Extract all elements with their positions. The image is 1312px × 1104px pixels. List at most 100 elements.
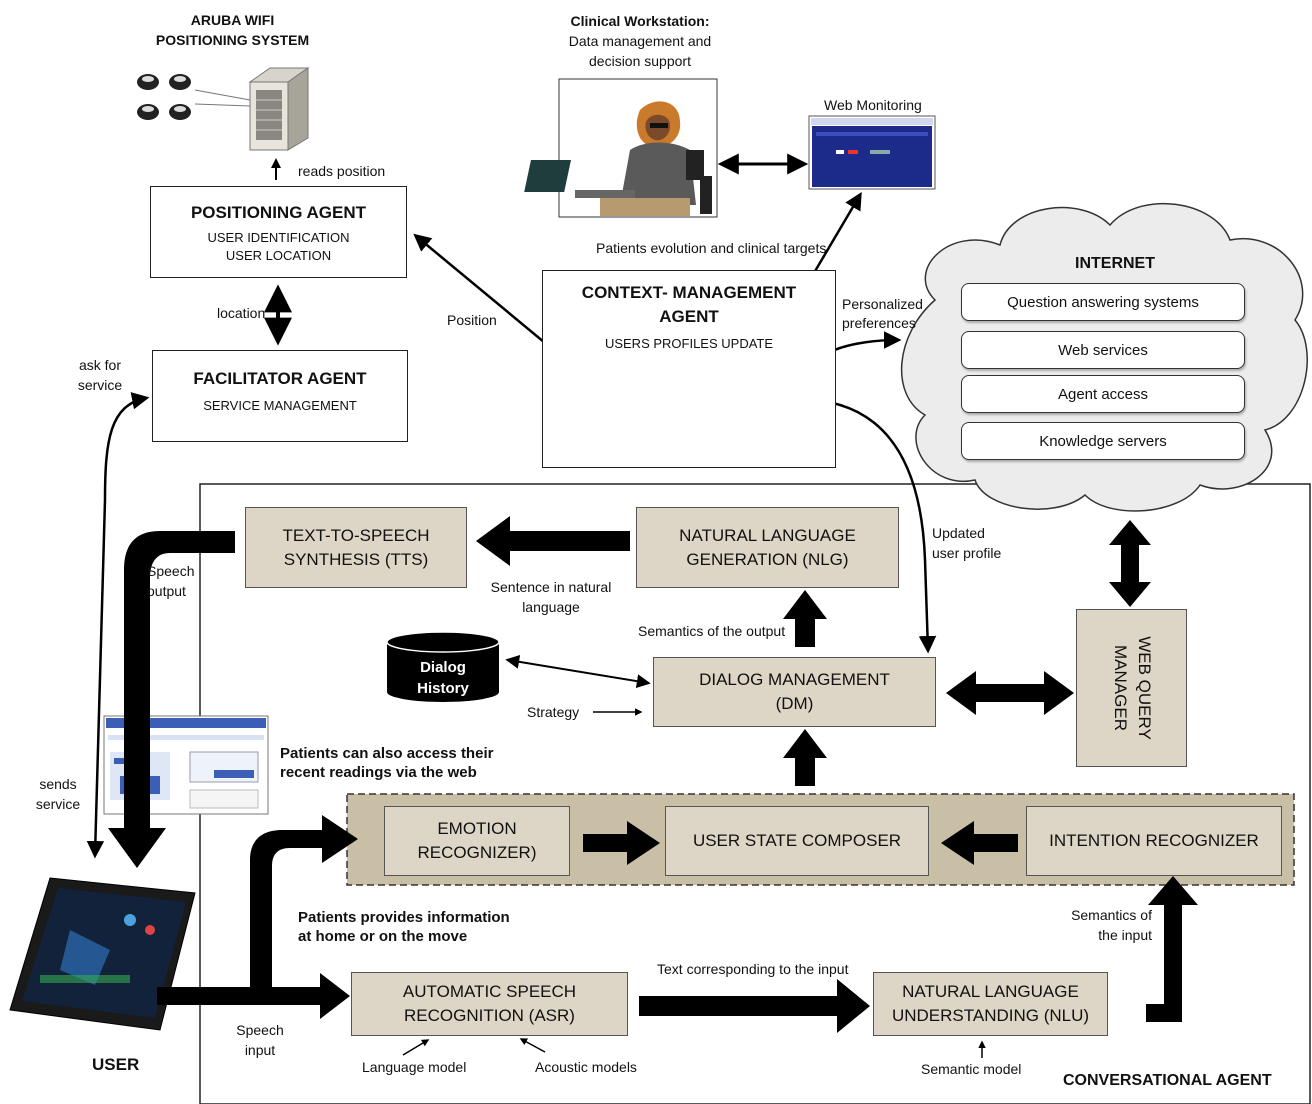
semantics-input-line1: Semantics of [1071,907,1152,923]
speech-output-label: Speech output [147,561,194,601]
facilitator-agent-title: FACILITATOR AGENT [193,369,367,388]
clinical-line1: Data management and [568,33,712,49]
dm-line2: (DM) [775,694,814,713]
semantics-input-line2: the input [1098,927,1152,943]
nlg-box: NATURAL LANGUAGE GENERATION (NLG) [636,507,899,588]
positioning-agent-box: POSITIONING AGENT USER IDENTIFICATION US… [150,186,407,278]
patients-provides-note: Patients provides information at home or… [298,908,510,946]
patients-web-access-note: Patients can also access their recent re… [280,744,493,782]
web-monitoring-screenshot [808,115,936,190]
sentence-line2: language [522,599,580,615]
context-management-agent-box: CONTEXT- MANAGEMENT AGENT USERS PROFILES… [542,270,836,468]
dialog-history-line1: Dialog [420,659,466,676]
updated-line2: user profile [932,545,1002,561]
patients-provides-line1: Patients provides information [298,909,510,926]
context-sub: USERS PROFILES UPDATE [604,336,774,351]
nlu-line1: NATURAL LANGUAGE [902,982,1079,1001]
acoustic-models-label: Acoustic models [535,1059,637,1075]
nlu-box: NATURAL LANGUAGE UNDERSTANDING (NLU) [873,972,1108,1036]
speech-output-line2: output [147,583,186,599]
asr-line1: AUTOMATIC SPEECH [402,982,577,1001]
emotion-recognizer-box: EMOTION RECOGNIZER) [384,806,570,876]
nlu-line2: UNDERSTANDING (NLU) [891,1006,1090,1025]
dialog-history-line2: History [417,680,469,697]
user-label: USER [92,1055,140,1074]
language-model-label: Language model [362,1059,467,1075]
speech-input-line2: input [244,1042,276,1058]
internet-item-agent-access: Agent access [961,375,1245,413]
server-icon [248,67,310,151]
sentence-line1: Sentence in natural [490,579,612,595]
speech-input-line1: Speech [236,1022,284,1038]
context-title-line1: CONTEXT- MANAGEMENT [581,283,797,302]
internet-item-question-answering: Question answering systems [961,283,1245,321]
user-profile-line1: User [671,394,705,411]
aruba-title-line1: ARUBA WIFI [190,12,275,28]
text-corresponding-label: Text corresponding to the input [657,961,849,977]
tts-line2: SYNTHESIS (TTS) [283,549,429,569]
emotion-line1: EMOTION [437,819,517,838]
user-profile-line2: profile [665,415,711,432]
facilitator-sub: SERVICE MANAGEMENT [203,398,357,413]
clinical-title: Clinical Workstation: [570,13,710,29]
patients-provides-line2: at home or on the move [298,928,468,945]
dialog-management-box: DIALOG MANAGEMENT (DM) [653,657,936,727]
personalized-line1: Personalized [842,296,923,312]
ask-for-service-label: ask for service [72,355,128,395]
web-query-line2: MANAGER [1110,645,1130,731]
nlg-line1: NATURAL LANGUAGE [679,525,856,545]
access-point-icons [137,74,251,120]
tts-line1: TEXT-TO-SPEECH [282,525,430,545]
thick-arrows [108,516,1198,1033]
reads-position-label: reads position [298,163,386,179]
emotion-line2: RECOGNIZER) [417,843,537,862]
patients-web-line2: recent readings via the web [280,764,477,781]
ask-line2: service [77,377,123,393]
internet-title: INTERNET [1075,255,1155,272]
nlg-line2: GENERATION (NLG) [686,549,849,569]
personalized-preferences-label: Personalized preferences [842,295,923,333]
sentence-natural-language-label: Sentence in natural language [485,577,617,617]
dialog-history-database-icon [386,631,500,702]
updated-user-profile-label: Updated user profile [932,523,1001,563]
positioning-line2: USER LOCATION [225,248,332,263]
sends-line2: service [35,796,81,812]
position-label: Position [447,312,497,328]
positioning-line1: USER IDENTIFICATION [207,230,350,245]
semantic-model-label: Semantic model [921,1061,1022,1077]
user-profile-label: User profile [632,392,744,434]
intention-recognizer-box: INTENTION RECOGNIZER [1026,806,1282,876]
patients-evolution-label: Patients evolution and clinical targets [596,240,827,256]
user-state-composer-box: USER STATE COMPOSER [665,806,929,876]
context-title-line2: AGENT [659,307,719,326]
sends-service-label: sends service [30,774,86,814]
facilitator-agent-box: FACILITATOR AGENT SERVICE MANAGEMENT [152,350,408,442]
dialog-history-label: Dialog History [387,657,499,699]
strategy-label: Strategy [527,704,580,720]
internet-item-knowledge-servers: Knowledge servers [961,422,1245,460]
location-label: location [217,305,266,321]
ask-line1: ask for [78,357,121,373]
conversational-agent-label: CONVERSATIONAL AGENT [1063,1072,1272,1089]
speech-input-label: Speech input [230,1020,290,1060]
sends-line1: sends [39,776,77,792]
aruba-title-line2: POSITIONING SYSTEM [155,32,310,48]
asr-line2: RECOGNITION (ASR) [404,1006,575,1025]
web-monitoring-label: Web Monitoring [824,97,922,113]
updated-line1: Updated [932,525,985,541]
aruba-title: ARUBA WIFI POSITIONING SYSTEM [130,10,335,50]
semantics-input-label: Semantics of the input [1050,905,1152,945]
personalized-line2: preferences [842,315,916,331]
positioning-agent-title: POSITIONING AGENT [190,203,367,222]
internet-item-web-services: Web services [961,331,1245,369]
clinical-line2: decision support [589,53,691,69]
tts-box: TEXT-TO-SPEECH SYNTHESIS (TTS) [245,507,467,588]
tablet-device-icon [9,877,196,1031]
speech-output-line1: Speech [147,563,195,579]
semantics-output-label: Semantics of the output [638,623,786,639]
asr-box: AUTOMATIC SPEECH RECOGNITION (ASR) [351,972,628,1036]
dm-line1: DIALOG MANAGEMENT [699,670,890,689]
web-query-line1: WEB QUERY [1134,636,1154,740]
clinical-workstation-label: Clinical Workstation: Data management an… [545,11,735,71]
